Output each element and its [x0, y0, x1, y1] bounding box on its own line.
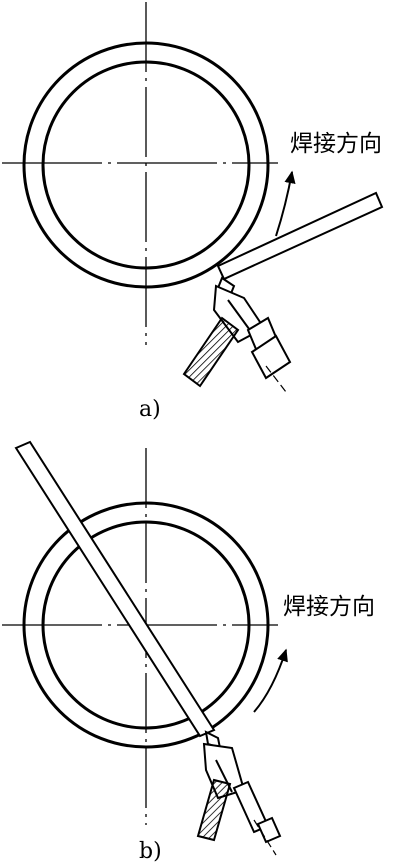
welding-torch-b [196, 730, 282, 856]
torch-handle-a [182, 316, 240, 388]
pipe-inner-wall-a [41, 60, 251, 270]
filler-rod-a [216, 191, 384, 281]
welding-torch-a [182, 276, 292, 393]
welding-direction-label-a: 焊接方向 [290, 131, 382, 157]
caption-b: b) [139, 839, 162, 864]
filler-rod-b [14, 440, 216, 738]
welding-direction-arrow-b [253, 648, 288, 713]
pipe-inner-wall-b [41, 520, 251, 730]
pipe-outer-wall-b [22, 501, 270, 749]
diagram-a [2, 2, 384, 393]
caption-a: a) [139, 397, 161, 422]
torch-handle-b [196, 778, 232, 842]
welding-direction-label-b: 焊接方向 [283, 594, 375, 620]
diagram-b [2, 440, 288, 856]
welding-direction-arrow-a [275, 170, 296, 237]
pipe-outer-wall-a [22, 41, 270, 289]
